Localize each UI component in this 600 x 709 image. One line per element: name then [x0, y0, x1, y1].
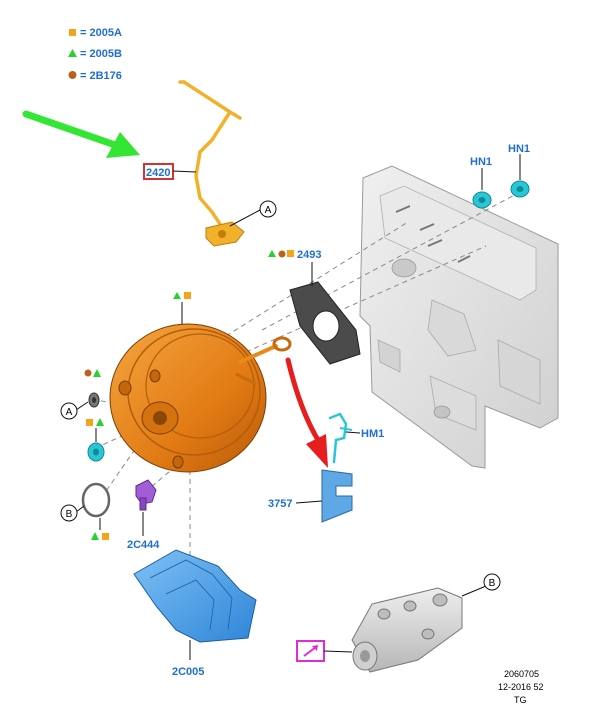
callout-b-right-letter: B: [489, 578, 496, 589]
master-cylinder: [351, 587, 463, 673]
check-valve-2c444: [135, 479, 157, 511]
o-ring: [81, 482, 111, 518]
red-direction-arrow: [285, 357, 328, 468]
label-hn1-left: HN1: [470, 156, 492, 168]
note-pencil-icon[interactable]: [296, 640, 325, 662]
legend-triangle-icon: [68, 49, 77, 57]
legend-label-2005a: = 2005A: [80, 27, 122, 39]
clip-3757: [321, 469, 353, 523]
callout-a-top-letter: A: [265, 205, 272, 216]
label-2493: 2493: [297, 249, 321, 261]
label-2c005: 2C005: [172, 666, 204, 678]
firewall-panel: [359, 165, 559, 469]
label-2c444: 2C444: [127, 539, 160, 551]
drawing-id: 2060705: [504, 669, 539, 679]
nut-hn1-left: [472, 191, 492, 209]
legend-label-2005b: = 2005B: [80, 48, 122, 60]
retaining-pin-hm1: [328, 412, 353, 464]
callout-b-left-letter: B: [66, 509, 73, 520]
grommet-legend-symbols: [86, 418, 104, 426]
gasket-legend-symbols: [268, 250, 294, 258]
seal-2b176: [88, 392, 100, 408]
booster-legend-symbols: [173, 292, 191, 299]
callout-a-left: [60, 402, 78, 420]
gasket-2493: [289, 281, 361, 365]
drawing-code: TG: [514, 695, 527, 704]
green-pointer-arrow: [22, 110, 140, 158]
legend: = 2005A = 2005B = 2B176: [68, 27, 122, 82]
callout-a-left-letter: A: [66, 407, 73, 418]
callout-b-left: [60, 504, 78, 522]
drawing-date: 12-2016 52: [498, 682, 544, 692]
callout-a-top: [259, 200, 277, 218]
grommet-cyan: [87, 442, 105, 462]
label-hn1-right: HN1: [508, 143, 530, 155]
label-2420: 2420: [146, 167, 170, 179]
push-rod-2420: [178, 80, 245, 247]
nut-hn1-right: [510, 180, 530, 198]
heat-shield-2c005: [133, 549, 257, 643]
legend-label-2b176: = 2B176: [80, 70, 122, 82]
label-3757: 3757: [268, 498, 292, 510]
seal-legend-symbols: [84, 369, 101, 377]
label-hm1: HM1: [361, 428, 384, 440]
brake-booster: [109, 323, 292, 473]
callout-b-right: [483, 573, 501, 591]
legend-circle-icon: [68, 71, 77, 79]
o-ring-legend-symbols: [91, 532, 109, 540]
legend-square-icon: [69, 29, 76, 36]
